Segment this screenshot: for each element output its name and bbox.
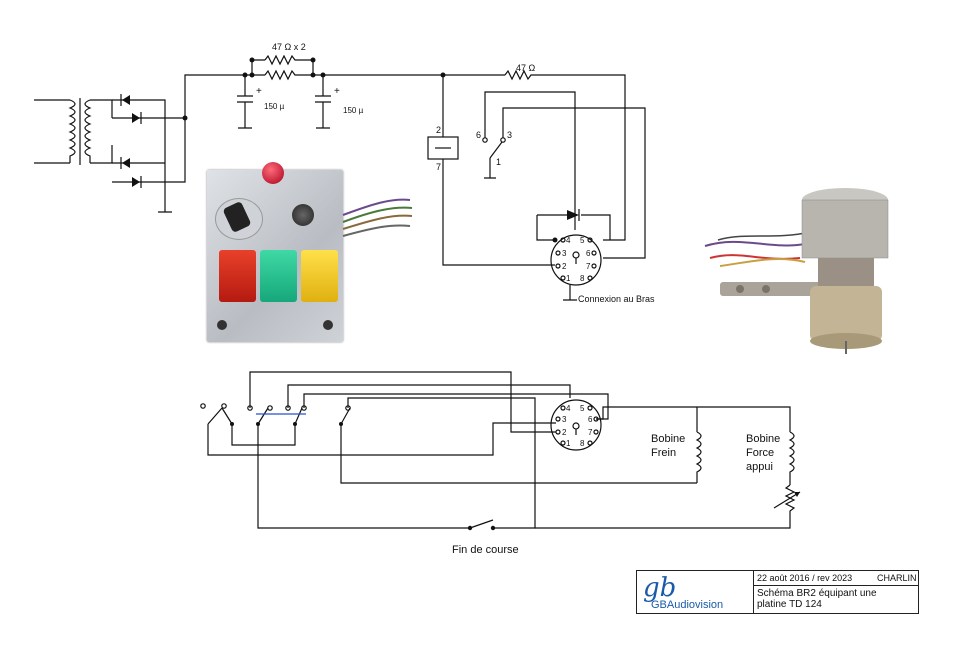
connector2-pin-labels: 4 5 3 6 2 7 1 8 <box>562 404 593 448</box>
button-yellow <box>301 250 338 302</box>
connector1-pin-labels: 4 5 3 6 2 7 1 8 <box>562 236 591 283</box>
transformer <box>34 98 113 165</box>
connector-bras <box>550 234 602 301</box>
button-green <box>260 250 297 302</box>
label-bobine-force-2: Force <box>746 447 774 459</box>
relay <box>427 75 646 266</box>
label-cap2: 150 µ <box>343 106 364 115</box>
capacitors <box>237 75 331 129</box>
label-sw-6: 6 <box>476 130 481 140</box>
label-connexion: Connexion au Bras <box>578 294 655 304</box>
brand-name: GBAudiovision <box>651 599 724 611</box>
label-bobine-frein-1: Bobine <box>651 433 685 445</box>
toggle-switch <box>292 204 314 226</box>
screw <box>217 320 227 330</box>
label-bobine-frein-2: Frein <box>651 447 676 459</box>
svg-text:1: 1 <box>566 274 571 283</box>
svg-text:7: 7 <box>588 428 593 437</box>
brand-logo-mark: gb <box>643 573 677 603</box>
date-rev: 22 août 2016 / rev 2023 <box>757 573 853 583</box>
switch-bank <box>200 371 697 529</box>
svg-text:2: 2 <box>562 262 567 271</box>
bridge-rectifier <box>112 94 188 213</box>
svg-text:1: 1 <box>566 439 571 448</box>
label-fin-course: Fin de course <box>452 544 519 556</box>
label-bobine-force-1: Bobine <box>746 433 780 445</box>
indicator-lamp <box>262 162 284 184</box>
svg-text:5: 5 <box>580 404 585 413</box>
title-block: gb GBAudiovision 22 août 2016 / rev 2023… <box>636 570 919 614</box>
label-relay-7: 7 <box>436 162 441 172</box>
svg-text:6: 6 <box>588 415 593 424</box>
label-bobine-force-3: appui <box>746 461 773 473</box>
diode-connector <box>536 209 611 243</box>
supply-rail <box>184 54 626 241</box>
svg-text:5: 5 <box>580 236 585 245</box>
screw <box>323 320 333 330</box>
svg-text:4: 4 <box>566 404 571 413</box>
label-cap1-plus: + <box>256 86 262 97</box>
motor-photo <box>704 188 889 354</box>
svg-text:2: 2 <box>562 428 567 437</box>
button-red <box>219 250 256 302</box>
svg-text:8: 8 <box>580 439 585 448</box>
svg-text:3: 3 <box>562 249 567 258</box>
coils <box>467 431 801 531</box>
author: CHARLIN <box>877 573 917 583</box>
control-panel-photo <box>207 162 343 342</box>
label-cap1: 150 µ <box>264 102 285 111</box>
svg-text:4: 4 <box>566 236 571 245</box>
description: Schéma BR2 équipant une platine TD 124 <box>757 588 877 610</box>
svg-text:3: 3 <box>562 415 567 424</box>
label-sw-3: 3 <box>507 130 512 140</box>
svg-text:7: 7 <box>586 262 591 271</box>
label-r-pair: 47 Ω x 2 <box>272 42 306 52</box>
label-r-single: 47 Ω <box>516 63 536 73</box>
connector-bottom <box>550 399 791 451</box>
label-cap2-plus: + <box>334 86 340 97</box>
label-sw-1: 1 <box>496 157 501 167</box>
label-relay-2: 2 <box>436 125 441 135</box>
svg-text:6: 6 <box>586 249 591 258</box>
svg-text:8: 8 <box>580 274 585 283</box>
